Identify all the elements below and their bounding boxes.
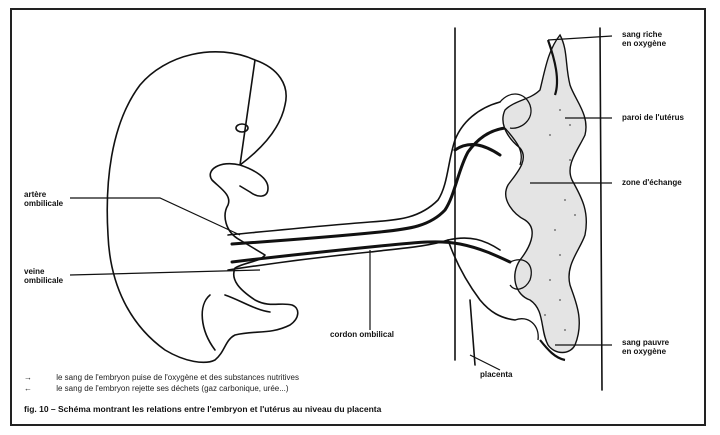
legend-row-2: ← le sang de l'embryon rejette ses déche… xyxy=(24,384,289,393)
umbilical-cord-top xyxy=(228,102,500,235)
label-sang-riche-line2: en oxygène xyxy=(622,39,666,48)
legend-key-1: → xyxy=(24,373,54,382)
uterine-wall xyxy=(503,35,586,353)
label-sang-pauvre-line2: en oxygène xyxy=(622,347,669,356)
label-veine-line1: veine xyxy=(24,267,63,276)
figure-caption: fig. 10 – Schéma montrant les relations … xyxy=(24,404,381,414)
legend-row-1: → le sang de l'embryon puise de l'oxygèn… xyxy=(24,373,299,382)
label-zone-echange: zone d'échange xyxy=(622,178,682,187)
label-veine-line2: ombilicale xyxy=(24,276,63,285)
legend-key-2: ← xyxy=(24,384,54,393)
label-sang-pauvre: sang pauvre en oxygène xyxy=(622,338,669,356)
label-cordon-ombilical: cordon ombilical xyxy=(330,330,394,339)
label-sang-riche-line1: sang riche xyxy=(622,30,666,39)
vertical-line-right xyxy=(600,28,602,390)
leader-artere xyxy=(70,198,240,235)
label-placenta: placenta xyxy=(480,370,512,379)
label-artere-line1: artère xyxy=(24,190,63,199)
cord-branch-2 xyxy=(455,145,500,155)
legend-text-2: le sang de l'embryon rejette ses déchets… xyxy=(56,384,288,393)
label-artere-ombilicale: artère ombilicale xyxy=(24,190,63,208)
label-artere-line2: ombilicale xyxy=(24,199,63,208)
embryo-limb-lower xyxy=(202,295,215,350)
label-paroi-uterus: paroi de l'utérus xyxy=(622,113,684,122)
label-veine-ombilicale: veine ombilicale xyxy=(24,267,63,285)
cord-branch xyxy=(448,240,515,320)
villus-4 xyxy=(515,319,538,340)
label-sang-pauvre-line1: sang pauvre xyxy=(622,338,669,347)
leader-veine xyxy=(70,270,260,275)
embryo-eye xyxy=(236,124,248,132)
legend-text-1: le sang de l'embryon puise de l'oxygène … xyxy=(56,373,299,382)
label-sang-riche: sang riche en oxygène xyxy=(622,30,666,48)
